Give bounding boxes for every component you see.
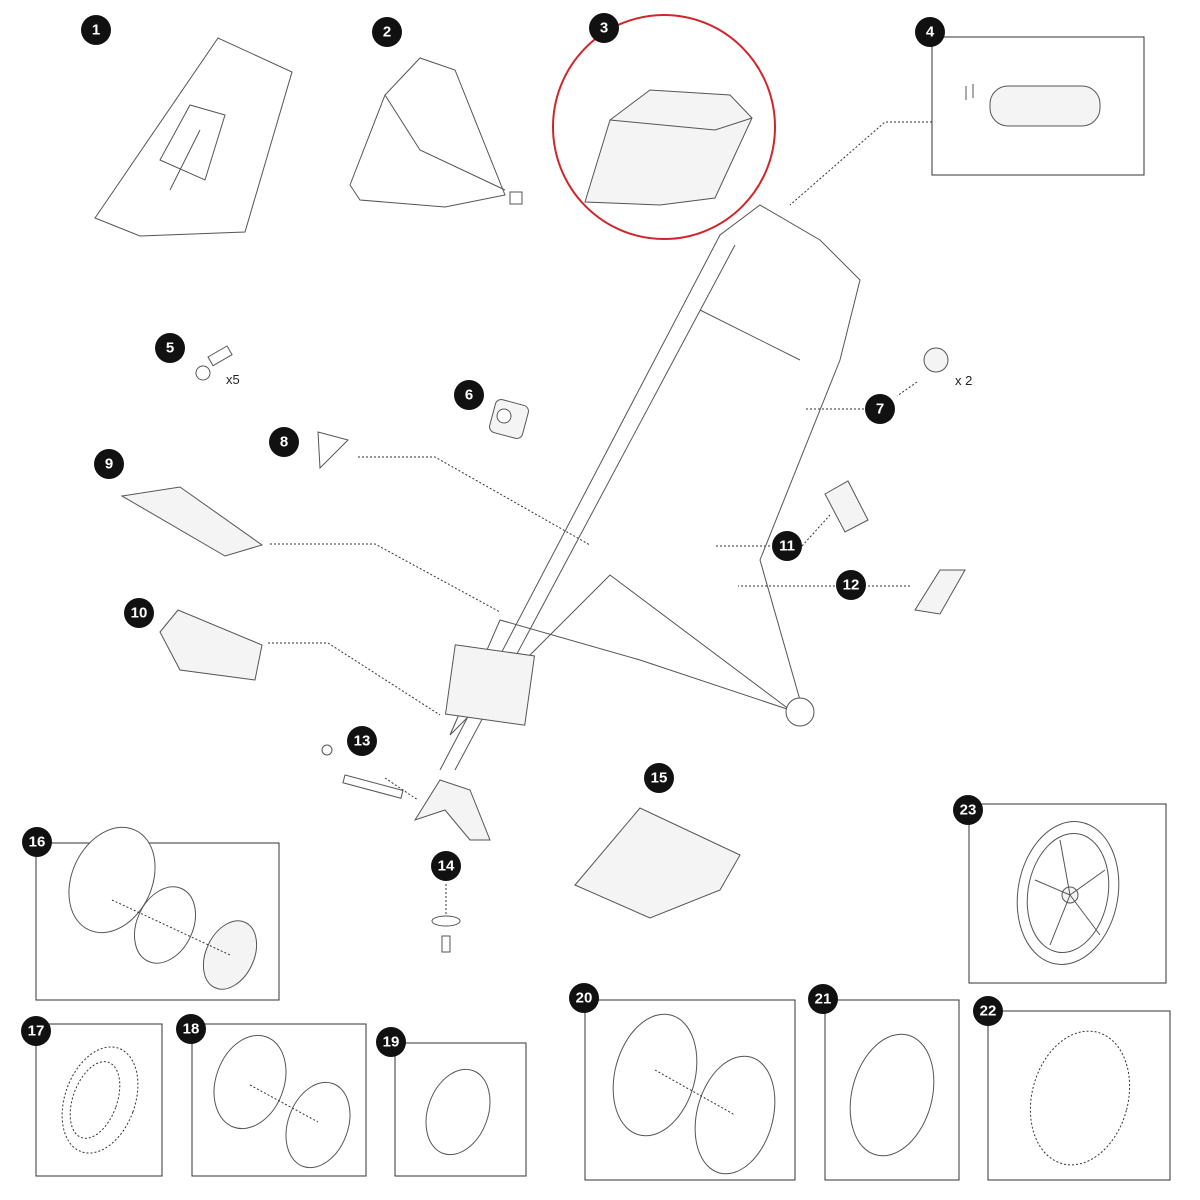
part-8-bracket <box>317 431 349 470</box>
badge-1[interactable]: 1 <box>81 15 111 45</box>
part-23-wheel <box>1016 821 1120 965</box>
part-20-tire-tube <box>612 1013 776 1175</box>
badge-10[interactable]: 10 <box>124 598 154 628</box>
badge-15[interactable]: 15 <box>644 763 674 793</box>
part-3-canopy <box>552 14 776 240</box>
part-21-tube <box>849 1033 935 1157</box>
part-7-quantity: x 2 <box>955 373 972 388</box>
part-13-axle-pin <box>321 744 404 799</box>
badge-11[interactable]: 11 <box>772 531 802 561</box>
stroller-frame <box>413 204 861 841</box>
part-19-tube <box>425 1068 491 1156</box>
part-14-washer-screw <box>431 915 461 953</box>
badge-9[interactable]: 9 <box>94 449 124 479</box>
badge-23[interactable]: 23 <box>953 795 983 825</box>
badge-8[interactable]: 8 <box>269 427 299 457</box>
part-22-spoke-segments <box>1029 1030 1131 1166</box>
badge-20[interactable]: 20 <box>569 983 599 1013</box>
badge-label: 14 <box>438 858 455 875</box>
box-part-19 <box>394 1042 527 1177</box>
part-11-hinge-plate <box>824 480 869 533</box>
badge-label: 20 <box>576 990 593 1007</box>
badge-label: 13 <box>354 733 371 750</box>
part-9-footplate <box>120 486 264 557</box>
part-18-tire-tube <box>213 1034 351 1169</box>
box-part-20 <box>584 999 796 1181</box>
badge-16[interactable]: 16 <box>22 827 52 857</box>
part-4-handle-grip <box>965 84 1101 127</box>
part-12-clip <box>914 569 966 615</box>
badge-label: 1 <box>92 22 100 39</box>
box-part-4 <box>931 36 1145 176</box>
badge-label: 3 <box>600 20 608 37</box>
box-part-17 <box>35 1023 163 1177</box>
part-17-spoke-segments <box>61 1046 139 1154</box>
badge-label: 19 <box>383 1034 400 1051</box>
part-6-mount <box>489 399 529 439</box>
badge-label: 21 <box>815 991 832 1008</box>
badge-label: 23 <box>960 802 977 819</box>
badge-label: 7 <box>876 401 884 418</box>
badge-label: 9 <box>105 456 113 473</box>
badge-5[interactable]: 5 <box>155 333 185 363</box>
badge-7[interactable]: 7 <box>865 394 895 424</box>
badge-label: 4 <box>926 24 935 41</box>
box-part-16 <box>35 842 280 1001</box>
box-part-21 <box>824 999 960 1181</box>
part-5-bolt <box>195 345 233 381</box>
part-7-cap <box>923 347 949 373</box>
badge-18[interactable]: 18 <box>176 1014 206 1044</box>
badge-17[interactable]: 17 <box>21 1016 51 1046</box>
badge-19[interactable]: 19 <box>376 1027 406 1057</box>
part-5-quantity: x5 <box>226 372 240 387</box>
badge-13[interactable]: 13 <box>347 726 377 756</box>
part-16-wheel-assembly <box>68 826 258 990</box>
badge-label: 16 <box>29 834 46 851</box>
badge-3[interactable]: 3 <box>589 13 619 43</box>
part-2-wire-frame <box>349 57 523 208</box>
leader-lines <box>268 121 932 915</box>
badge-label: 5 <box>166 340 174 357</box>
badge-label: 10 <box>131 605 148 622</box>
badge-12[interactable]: 12 <box>836 570 866 600</box>
badge-14[interactable]: 14 <box>431 851 461 881</box>
badge-21[interactable]: 21 <box>808 984 838 1014</box>
badge-label: 17 <box>28 1023 45 1040</box>
part-15-basket <box>574 807 741 919</box>
highlight-circle <box>552 14 776 240</box>
part-1-infant-seat <box>94 37 293 237</box>
part-boxes <box>35 36 1171 1181</box>
badge-22[interactable]: 22 <box>973 996 1003 1026</box>
box-part-23 <box>968 803 1167 984</box>
badge-4[interactable]: 4 <box>915 17 945 47</box>
badge-label: 6 <box>465 387 473 404</box>
badge-label: 18 <box>183 1021 200 1038</box>
badge-label: 15 <box>651 770 668 787</box>
badge-label: 8 <box>280 434 288 451</box>
badge-6[interactable]: 6 <box>454 380 484 410</box>
part-10-bumper <box>159 609 263 681</box>
badge-label: 12 <box>843 577 860 594</box>
badge-label: 11 <box>779 538 795 555</box>
part-badges: 1 2 3 4 5 6 7 8 9 10 11 12 13 14 15 16 1… <box>21 13 1003 1057</box>
badge-label: 2 <box>383 24 391 41</box>
badge-2[interactable]: 2 <box>372 17 402 47</box>
box-part-22 <box>987 1010 1171 1181</box>
box-part-18 <box>191 1023 367 1177</box>
badge-label: 22 <box>980 1003 997 1020</box>
